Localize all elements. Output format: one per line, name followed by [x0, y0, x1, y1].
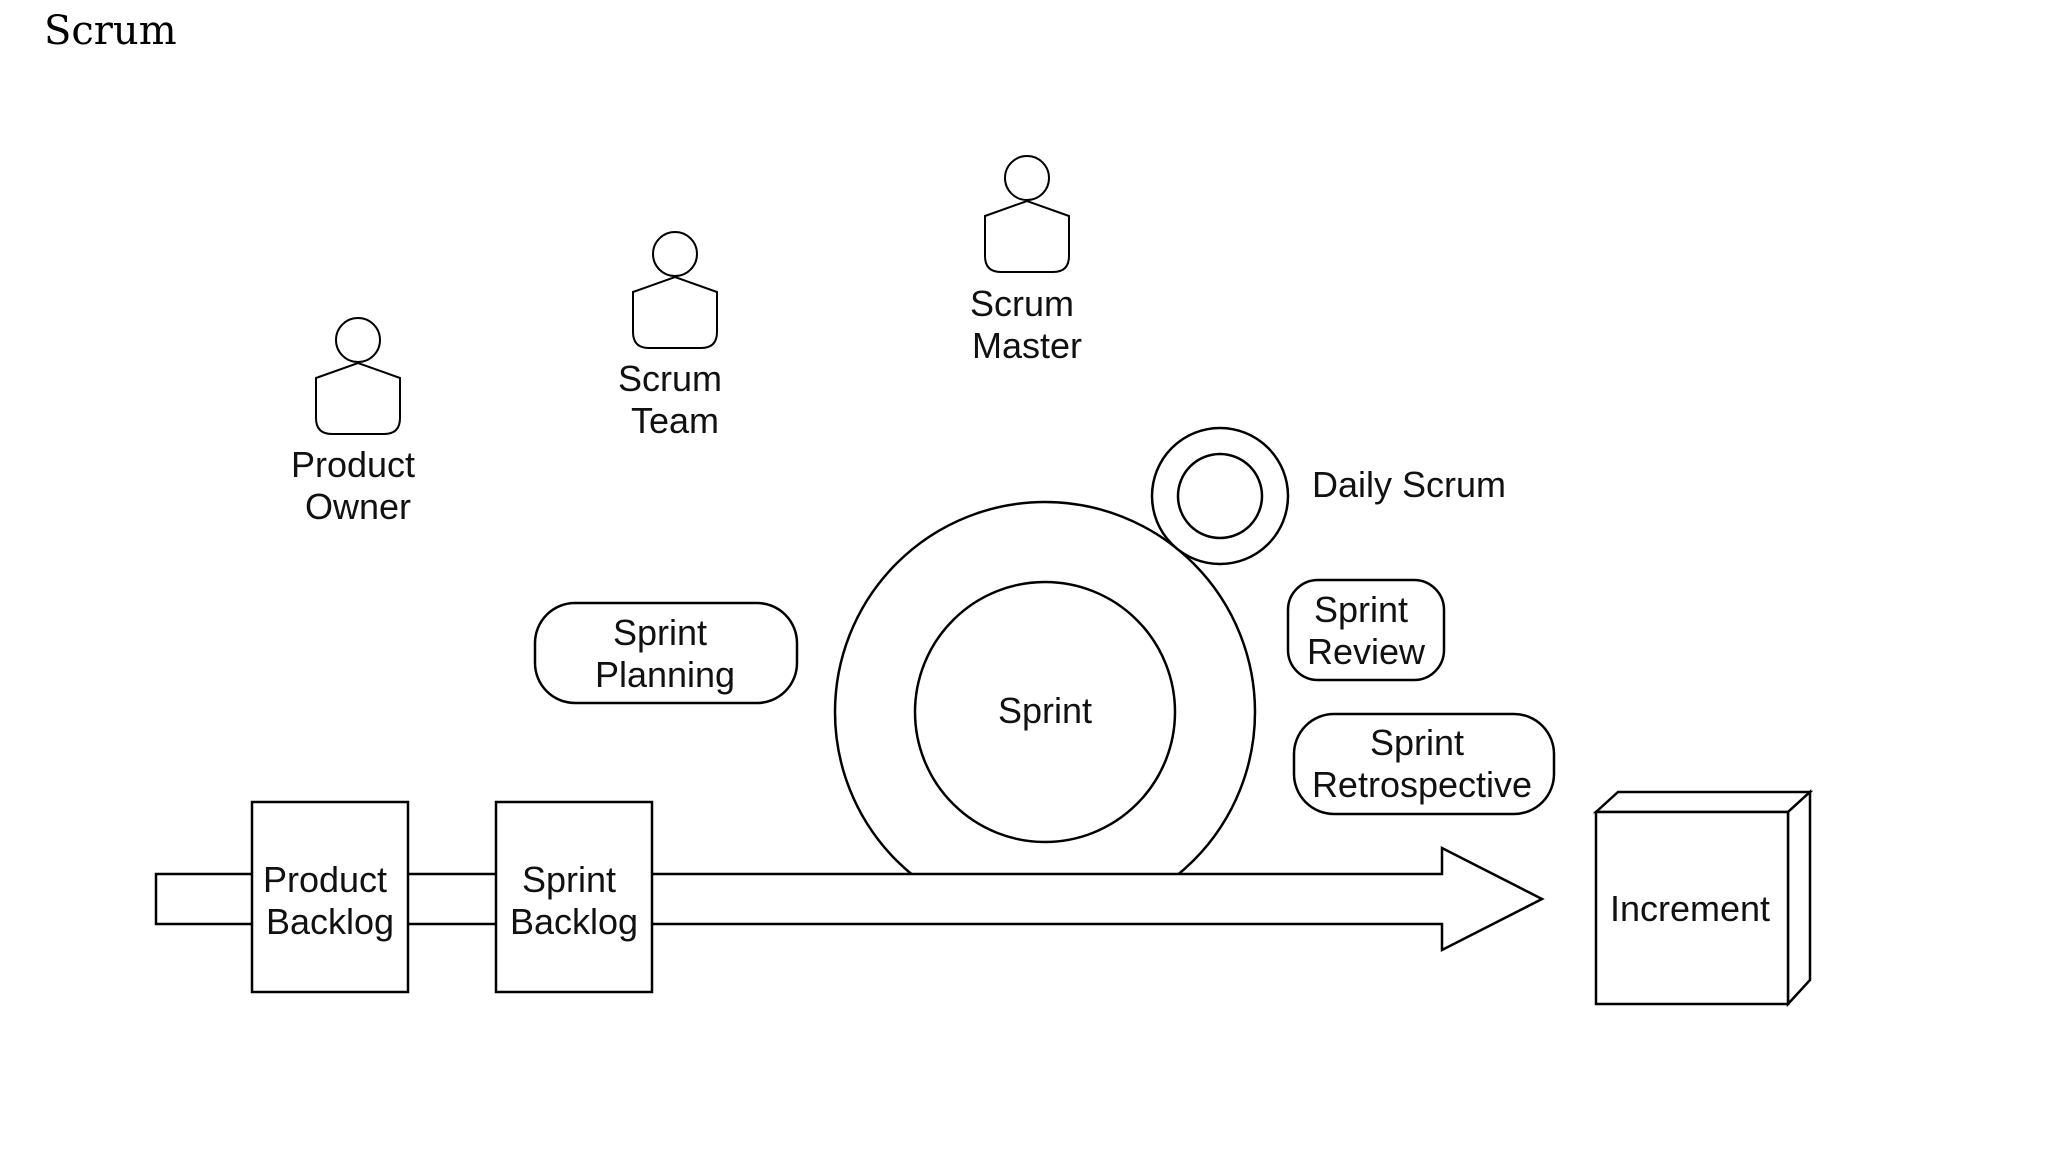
- scrum-team-actor-icon: [632, 231, 718, 349]
- sprint-retrospective-label: Sprint Retrospective: [1312, 722, 1532, 805]
- scrum-master-label: Scrum Master: [970, 283, 1084, 366]
- scrum-master-actor-icon: [984, 155, 1070, 273]
- sprint-review-label: Sprint Review: [1307, 589, 1426, 672]
- scrum-team-label: Scrum Team: [618, 358, 732, 441]
- product-backlog: Product Backlog: [250, 800, 410, 994]
- scrum-team: Scrum Team: [618, 231, 732, 441]
- sprint-backlog: Sprint Backlog: [494, 800, 654, 994]
- increment-label: Increment: [1610, 888, 1770, 929]
- sprint-cycle: Sprint: [833, 500, 1257, 924]
- sprint-planning-label: Sprint Planning: [595, 612, 735, 695]
- sprint-label: Sprint: [998, 690, 1092, 731]
- increment-cube-side: [1786, 789, 1812, 1008]
- product-owner: Product Owner: [291, 317, 425, 527]
- sprint-planning: Sprint Planning: [533, 601, 799, 705]
- increment-cube-front: [1594, 810, 1790, 1006]
- increment-cube-top: [1592, 790, 1814, 814]
- daily-scrum-label: Daily Scrum: [1312, 464, 1506, 505]
- sprint-inner-circle: [913, 580, 1177, 844]
- sprint-review: Sprint Review: [1286, 578, 1446, 682]
- product-backlog-label: Product Backlog: [263, 859, 397, 942]
- daily-scrum-inner-circle: [1176, 452, 1264, 540]
- product-owner-label: Product Owner: [291, 444, 425, 527]
- sprint-backlog-box: [494, 800, 654, 994]
- product-backlog-box: [250, 800, 410, 994]
- page-title: Scrum: [44, 8, 177, 54]
- scrum-master: Scrum Master: [970, 155, 1084, 366]
- increment: Increment: [1592, 789, 1814, 1008]
- sprint-retrospective: Sprint Retrospective: [1292, 712, 1556, 816]
- daily-scrum: Daily Scrum: [1150, 426, 1506, 566]
- sprint-backlog-label: Sprint Backlog: [510, 859, 638, 942]
- sprint-retrospective-box: [1292, 712, 1556, 816]
- product-owner-actor-icon: [315, 317, 401, 435]
- sprint-review-box: [1286, 578, 1446, 682]
- sprint-planning-box: [533, 601, 799, 705]
